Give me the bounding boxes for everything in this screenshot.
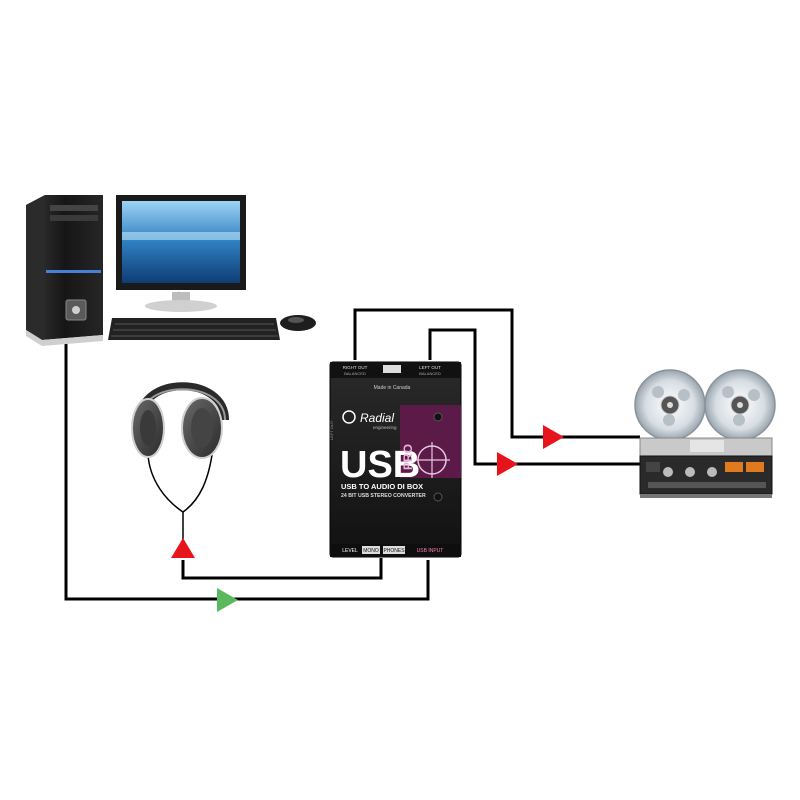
green-triangle-arrow-icon <box>217 588 238 612</box>
headphone-cord <box>147 454 213 513</box>
left-out-label: LEFT OUT <box>419 365 441 370</box>
made-in-label: Made in Canada <box>374 385 411 391</box>
phones-label: PHONES <box>383 548 405 554</box>
left-out-sub: BALANCED <box>419 371 441 376</box>
red-triangle-arrow-icon <box>497 452 518 476</box>
model-label: USB <box>340 444 420 486</box>
reel-to-reel-tape-recorder-icon <box>634 369 776 498</box>
red-triangle-arrow-icon <box>543 425 564 449</box>
usb-input-label: USB INPUT <box>417 548 444 554</box>
cable-usb <box>64 340 430 601</box>
red-triangle-arrow-icon <box>171 538 195 558</box>
cable-left-out <box>428 328 640 466</box>
model-suffix-label: PRO <box>401 444 415 470</box>
brand-label: Radial <box>360 411 394 425</box>
keyboard <box>108 318 280 340</box>
right-out-sub: BALANCED <box>344 371 366 376</box>
radial-usb-pro-di-box: RIGHT OUT BALANCED LEFT OUT BALANCED Mad… <box>329 361 462 558</box>
cables <box>64 308 640 601</box>
side-label: LEFT OUT <box>329 420 334 440</box>
desktop-computer-icon: hp <box>26 195 316 346</box>
mono-label: MONO <box>363 548 379 554</box>
level-label: LEVEL <box>342 548 358 554</box>
right-out-label: RIGHT OUT <box>343 365 368 370</box>
subtitle-label: USB TO AUDIO DI BOX <box>341 482 423 491</box>
headphones-icon <box>131 382 229 459</box>
brand-sub-label: engineering <box>373 425 397 430</box>
cable-headphones <box>181 558 383 580</box>
subtitle2-label: 24 BIT USB STEREO CONVERTER <box>341 493 426 499</box>
